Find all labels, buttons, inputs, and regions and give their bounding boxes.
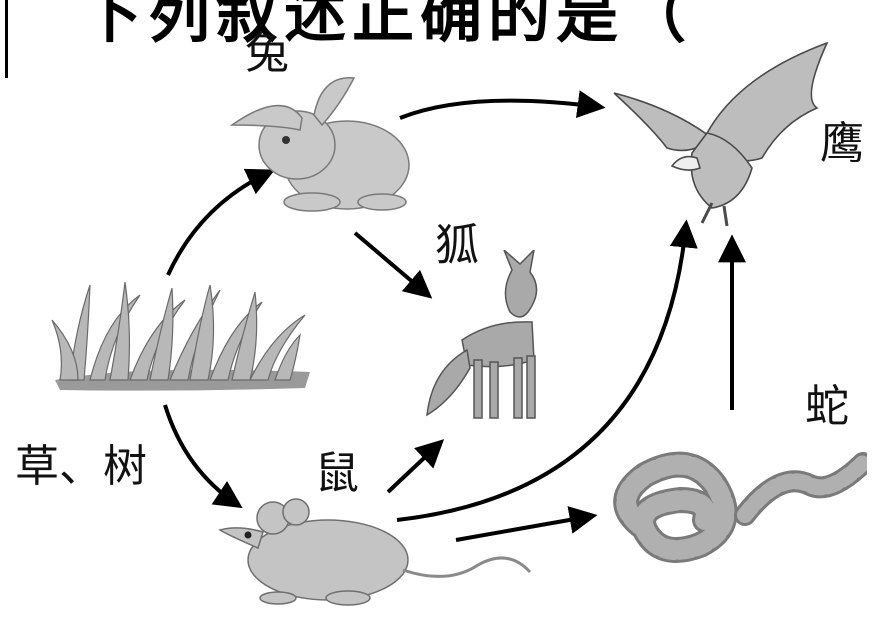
rabbit-illustration (222, 70, 417, 215)
arrow-rabbit-to-fox (355, 233, 428, 295)
label-snake: 蛇 (805, 385, 849, 429)
label-rabbit: 兔 (245, 32, 289, 76)
label-eagle: 鹰 (820, 122, 864, 166)
arrow-rabbit-to-eagle (400, 101, 600, 118)
label-mouse: 鼠 (315, 452, 359, 496)
mouse-illustration (218, 490, 533, 610)
eagle-illustration (612, 38, 834, 228)
arrow-mouse-to-fox (388, 443, 440, 492)
fox-illustration (422, 250, 562, 425)
snake-illustration (605, 415, 867, 565)
label-grass-tree: 草、树 (15, 445, 147, 489)
label-fox: 狐 (435, 224, 479, 268)
grass-illustration (50, 280, 315, 395)
